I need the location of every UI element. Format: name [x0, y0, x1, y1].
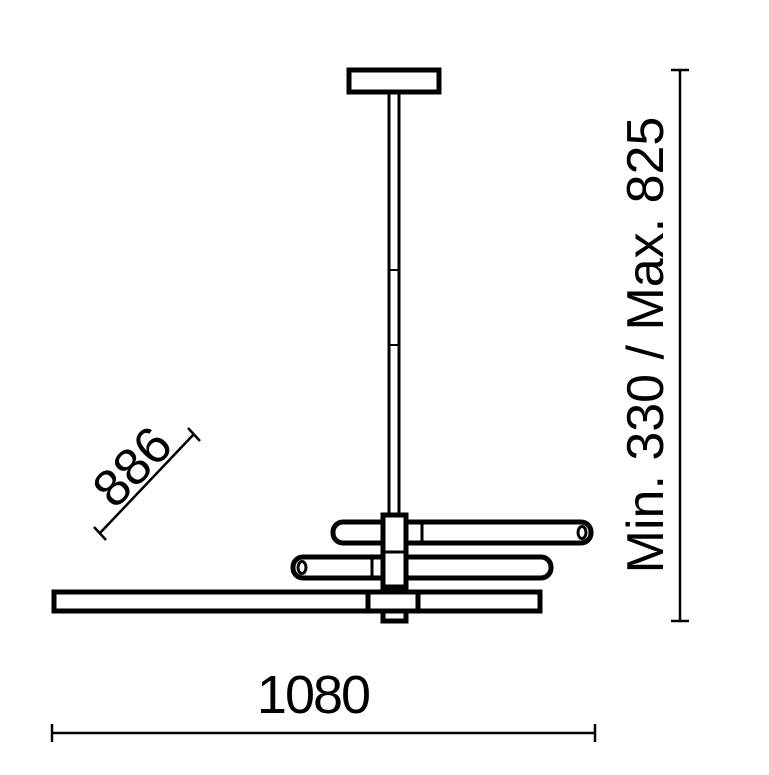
width-label: 1080 — [257, 665, 369, 725]
center-bottom-cap — [380, 608, 409, 624]
middle-tube-end — [296, 560, 308, 575]
bottom-connector — [365, 589, 421, 614]
middle-light-tube — [290, 554, 554, 581]
suspension-rod — [387, 92, 401, 515]
height-label: Min. 330 / Max. 825 — [617, 117, 675, 574]
top-tube-end — [576, 525, 588, 540]
depth-label: 886 — [82, 416, 184, 519]
width-dimension — [50, 724, 597, 742]
height-dimension — [671, 68, 689, 623]
ceiling-canopy — [346, 67, 442, 95]
bottom-light-bar — [51, 589, 543, 614]
depth-dimension — [93, 427, 201, 541]
top-light-tube — [330, 519, 594, 546]
